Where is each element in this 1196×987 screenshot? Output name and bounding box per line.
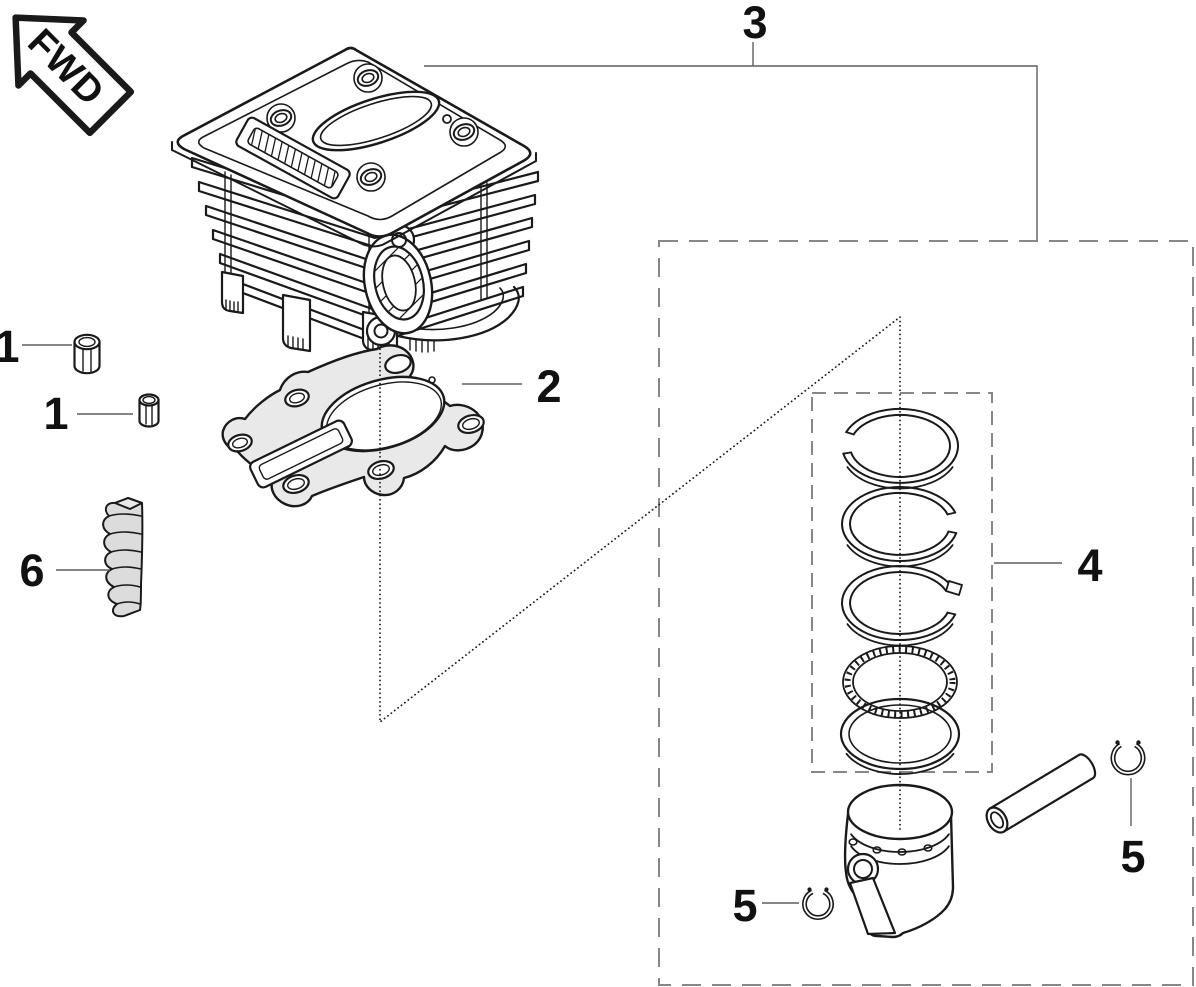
fwd-arrow: FWD (12, 14, 135, 137)
fwd-arrow-outline (12, 14, 135, 137)
callout-2: 2 (536, 361, 561, 412)
piston-ring-top (842, 407, 959, 490)
cylinder (171, 46, 540, 354)
piston-pin (985, 753, 1097, 834)
circlip-right (1110, 740, 1146, 776)
piston-ring-second (841, 486, 958, 568)
piston-skirt-flap (848, 876, 897, 936)
gasket-slot (249, 419, 353, 489)
base-gasket (221, 344, 485, 508)
dowel-pin-1 (73, 333, 101, 375)
dowel-pin-2 (138, 393, 160, 428)
cam-chain-slot (235, 116, 351, 200)
callout-3: 3 (742, 0, 767, 48)
callout-1b: 1 (43, 388, 68, 439)
callout-1a: 1 (0, 321, 20, 372)
callout-6: 6 (19, 545, 44, 596)
piston (843, 783, 955, 939)
cylinder-spigot (396, 285, 520, 353)
callout-5a: 5 (732, 880, 757, 931)
chain-damper (102, 497, 144, 618)
callout-5b: 5 (1120, 831, 1145, 882)
cylinder-top-face (171, 46, 537, 248)
head-bolt-holes (269, 69, 476, 186)
oil-ring-rail-upper (841, 565, 963, 647)
callout-3-bracket (424, 42, 1038, 240)
ring-set-dashed-box (811, 392, 993, 773)
piston-oil-holes (848, 838, 933, 856)
alignment-dotted-line (379, 315, 901, 832)
cam-chain-flange (362, 223, 434, 347)
kit-dashed-box (658, 240, 1194, 986)
circlip-left (802, 887, 834, 921)
callout-4: 4 (1077, 540, 1102, 591)
callout-leaders (22, 344, 1132, 904)
